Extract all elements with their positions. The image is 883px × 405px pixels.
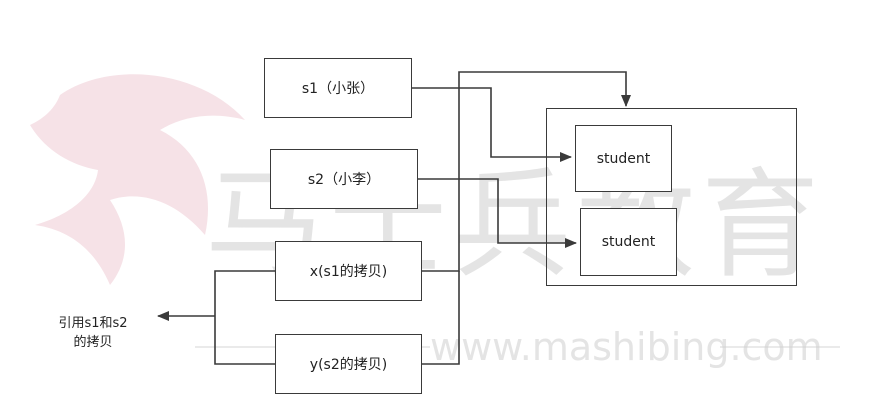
- edge-s2-to-student2: [418, 178, 577, 248]
- annotation-label: 引用s1和s2 的拷贝: [38, 314, 148, 352]
- node-student-2: student: [580, 208, 677, 276]
- node-y-copy: y(s2的拷贝): [275, 334, 422, 394]
- edge-s1-to-student1: [412, 87, 572, 162]
- annotation-line-1: 引用s1和s2: [58, 316, 128, 331]
- node-student-1: student: [575, 125, 672, 192]
- annotation-line-2: 的拷贝: [73, 335, 113, 350]
- node-s1: s1（小张）: [264, 58, 412, 118]
- bracket-x: [214, 270, 275, 365]
- heap-container: [546, 108, 797, 286]
- edge-x-to-container: [422, 71, 631, 272]
- node-x-copy: x(s1的拷贝): [275, 241, 422, 301]
- watermark-logo-mark: [30, 74, 245, 286]
- edge-y-to-container: [422, 271, 460, 365]
- node-s2: s2（小李）: [270, 149, 418, 209]
